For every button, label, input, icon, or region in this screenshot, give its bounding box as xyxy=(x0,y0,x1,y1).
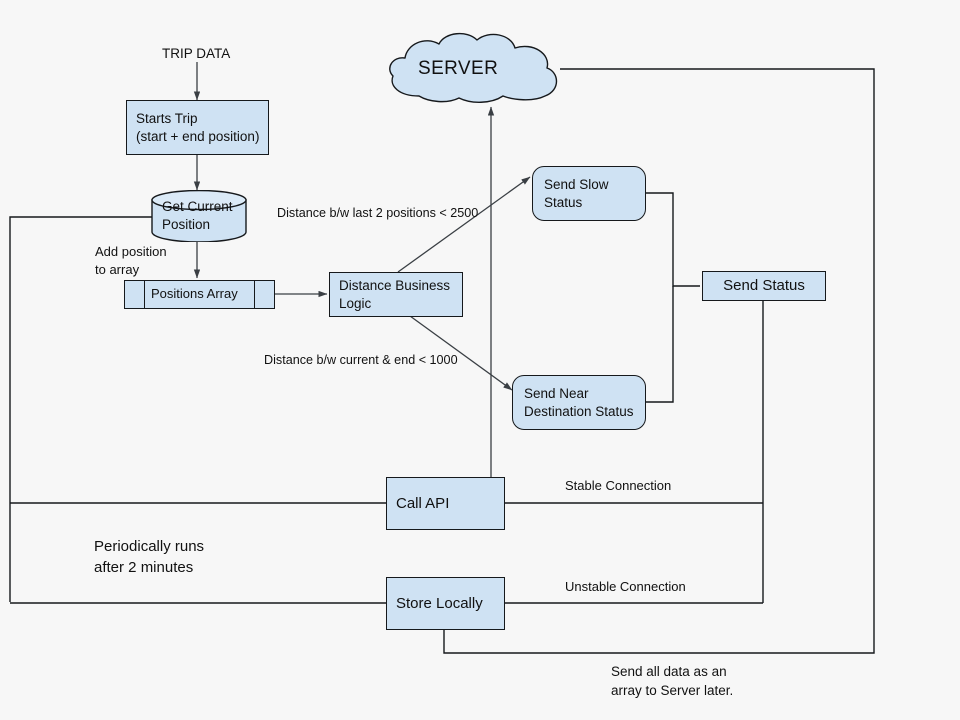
node-send-slow-status-label: Send Slow Status xyxy=(544,176,609,210)
node-send-near-destination-status[interactable]: Send Near Destination Status xyxy=(512,375,646,430)
node-positions-array[interactable]: Positions Array xyxy=(124,280,275,309)
node-distance-business-logic[interactable]: Distance Business Logic xyxy=(329,272,463,317)
positions-array-divider-left xyxy=(144,281,145,308)
edge-label-distance-last-two: Distance b/w last 2 positions < 2500 xyxy=(277,206,479,220)
positions-array-divider-right xyxy=(254,281,255,308)
edge-sendneardestination-to-sendstatus xyxy=(646,286,674,403)
label-trip-data: TRIP DATA xyxy=(162,46,231,61)
node-call-api[interactable]: Call API xyxy=(386,477,505,530)
node-get-current-position-label: Get Current Position xyxy=(162,199,233,232)
note-periodically-runs: Periodically runs after 2 minutes xyxy=(94,538,205,576)
node-get-current-position[interactable]: Get Current Position xyxy=(151,190,247,242)
edge-periodic-left-rail xyxy=(9,216,152,602)
node-starts-trip-label: Starts Trip (start + end position) xyxy=(136,110,260,144)
edge-server-right-loop xyxy=(443,68,875,654)
node-store-locally[interactable]: Store Locally xyxy=(386,577,505,630)
node-positions-array-label: Positions Array xyxy=(151,286,238,302)
node-call-api-label: Call API xyxy=(396,494,450,512)
edge-distancelogic-to-sendneardestination xyxy=(409,315,513,391)
edge-distancelogic-to-sendslowstatus xyxy=(397,176,531,273)
node-server-label: SERVER xyxy=(418,58,499,79)
node-send-slow-status[interactable]: Send Slow Status xyxy=(532,166,646,221)
node-send-status-label: Send Status xyxy=(723,277,805,295)
cylinder-shape xyxy=(151,190,247,242)
edge-label-distance-current-end: Distance b/w current & end < 1000 xyxy=(264,353,458,367)
node-send-status[interactable]: Send Status xyxy=(702,271,826,301)
edge-sendslowstatus-to-sendstatus xyxy=(646,192,700,287)
node-distance-business-logic-label: Distance Business Logic xyxy=(339,277,451,311)
node-starts-trip[interactable]: Starts Trip (start + end position) xyxy=(126,100,269,155)
node-send-near-destination-status-label: Send Near Destination Status xyxy=(524,385,634,419)
node-store-locally-label: Store Locally xyxy=(396,594,483,612)
node-server[interactable]: SERVER xyxy=(383,30,563,110)
note-send-all-data-later: Send all data as an array to Server late… xyxy=(611,664,734,698)
edge-label-stable-connection: Stable Connection xyxy=(565,478,672,493)
cloud-icon xyxy=(389,33,558,103)
edge-label-unstable-connection: Unstable Connection xyxy=(565,579,686,594)
edge-label-add-position-to-array: Add position to array xyxy=(95,244,167,277)
